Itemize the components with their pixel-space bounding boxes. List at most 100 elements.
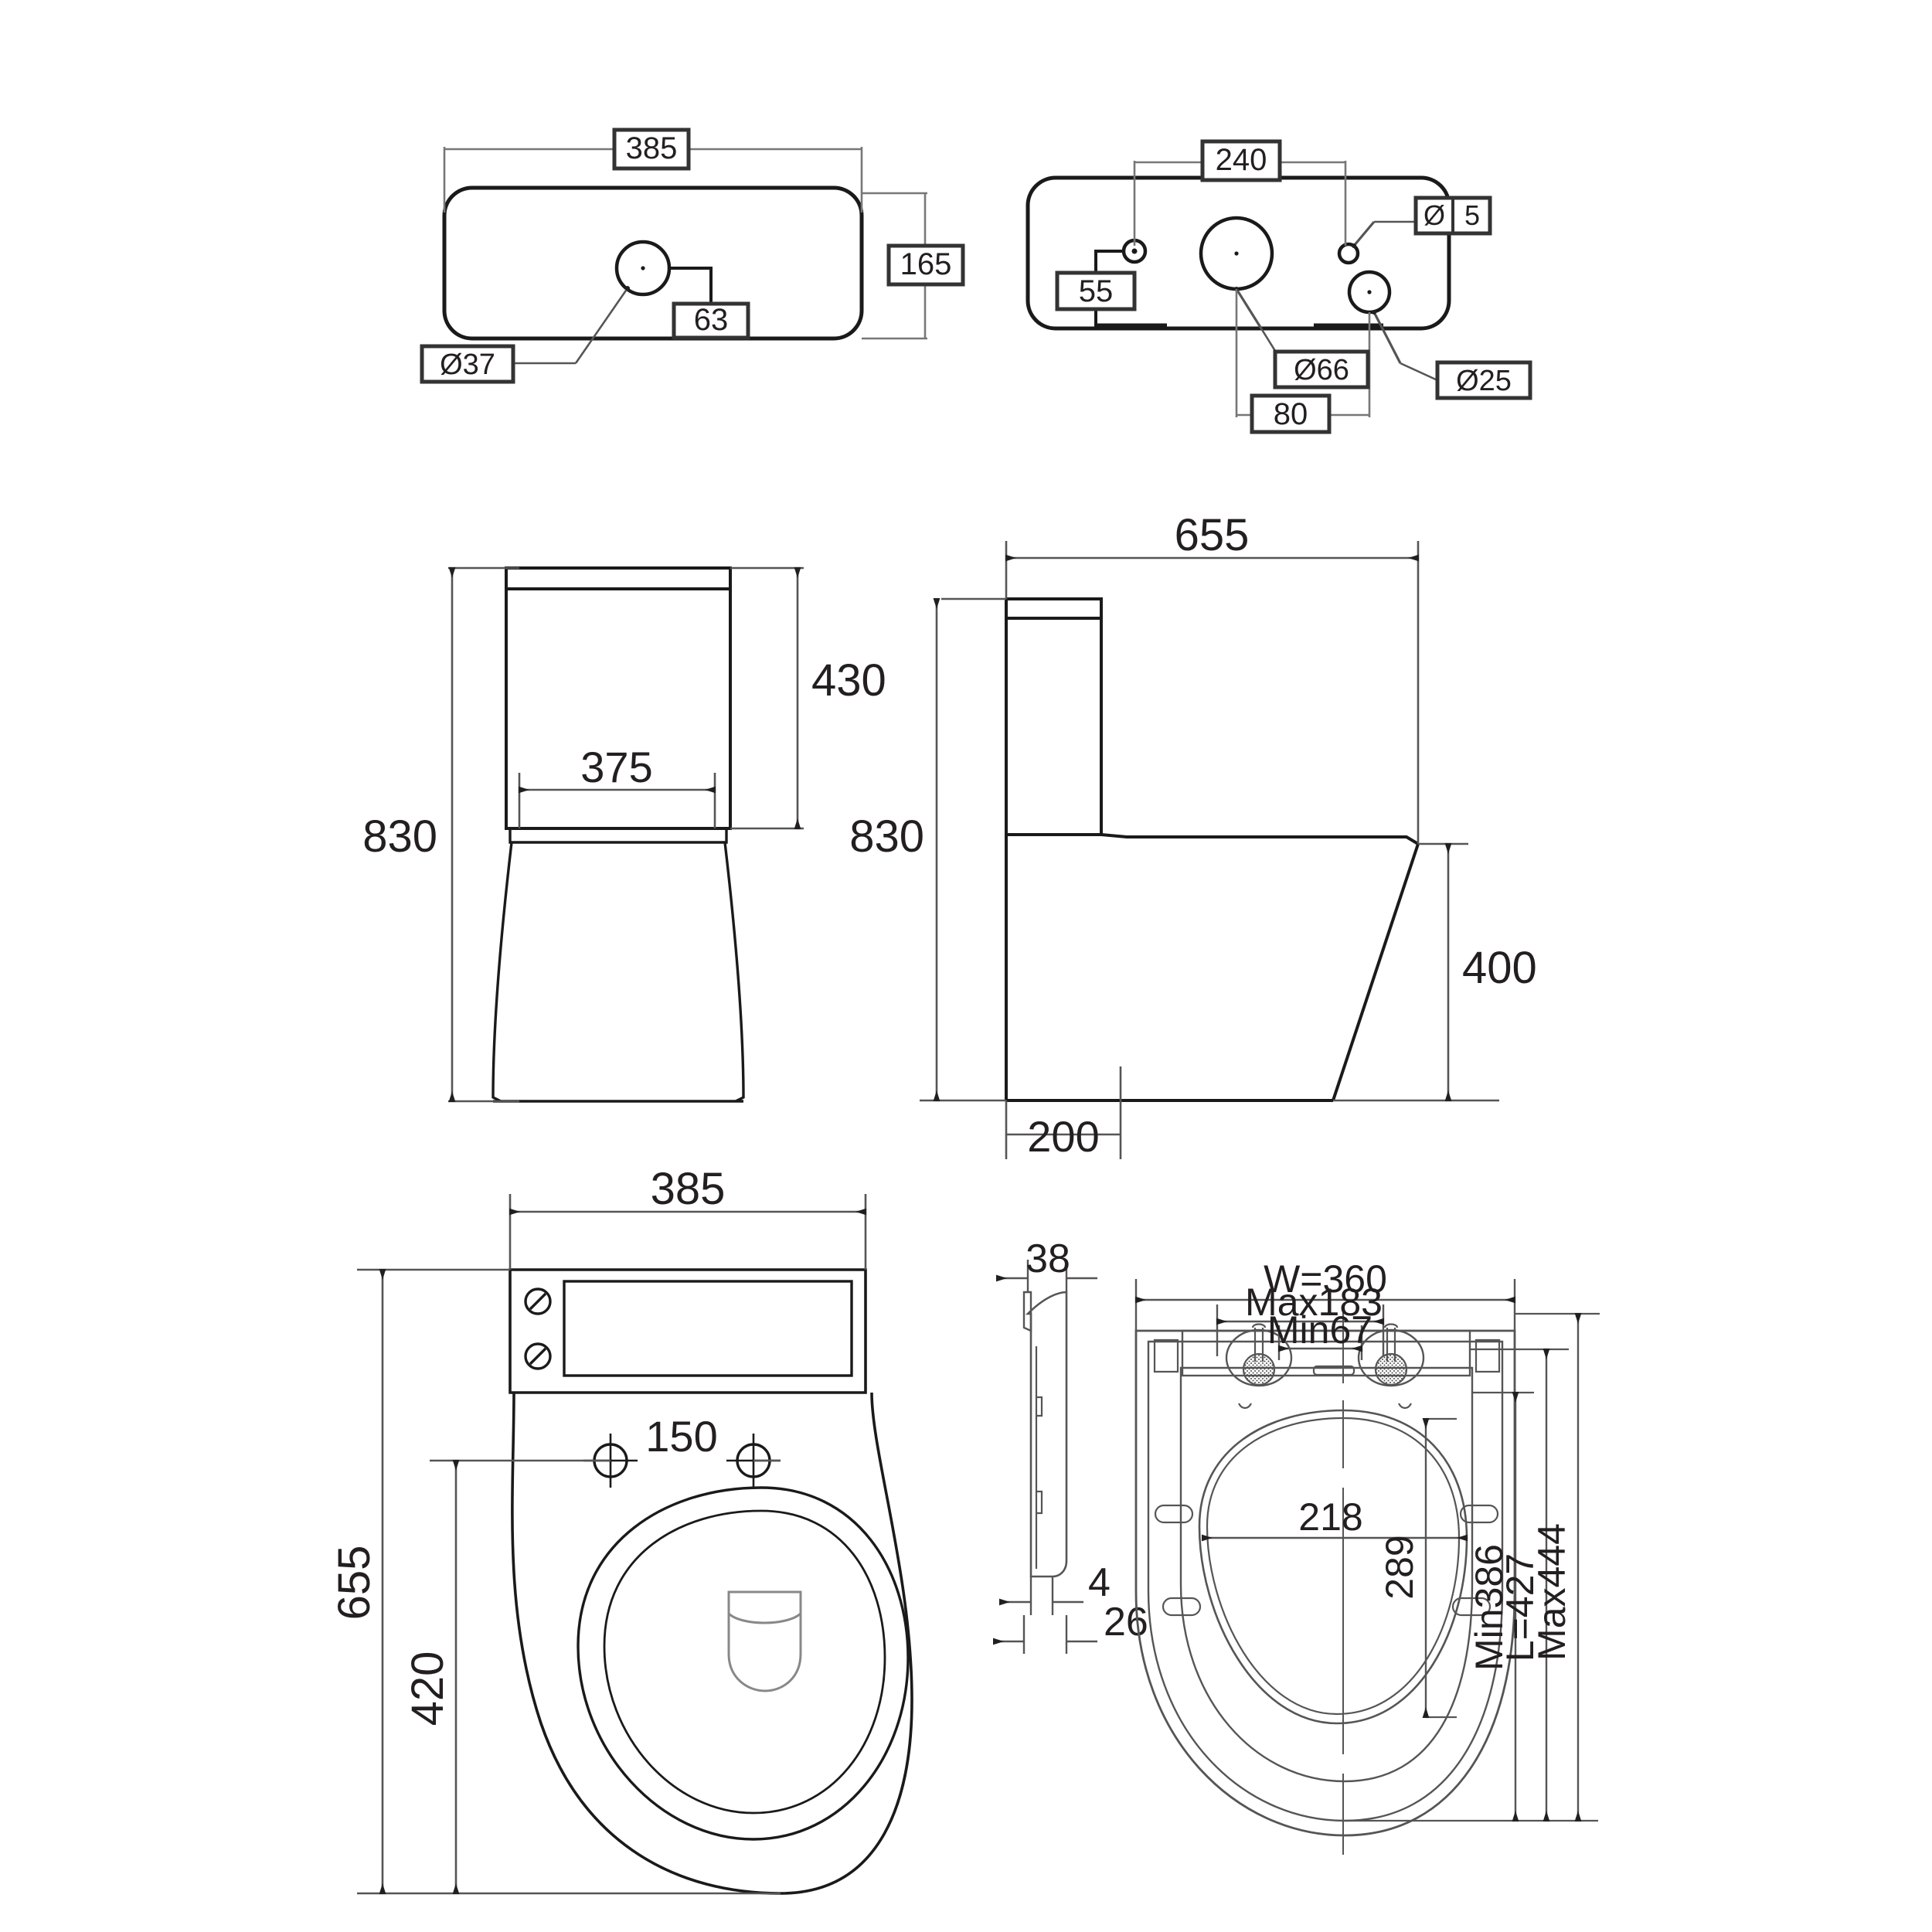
dimension-min67-text: Min67	[1267, 1308, 1372, 1352]
plan-lid-inner-rect	[563, 1280, 853, 1377]
dimension-max183-text: Max183	[1245, 1281, 1383, 1324]
view-tank-body-plan: 240 Ø 5 55 Ø66 80 Ø25	[1026, 139, 1532, 434]
dimension-655-text: 655	[1175, 510, 1250, 560]
bumper-slot-upper-left	[1154, 1504, 1194, 1524]
dimension-d5: Ø 5	[1413, 196, 1492, 236]
ext-289	[1426, 1417, 1457, 1719]
bowl-opening-outer	[1198, 1409, 1468, 1725]
view-seat-plan: W=360 Max183 Min67 218 289 Min386 L=427 …	[1134, 1257, 1600, 1855]
bowl-opening-inner	[1206, 1417, 1461, 1716]
dimension-d25: Ø25	[1435, 360, 1532, 400]
dimension-165-lid-text: 165	[900, 247, 952, 281]
dimension-4-text: 4	[1088, 1560, 1111, 1605]
dimension-l427-text: L=427	[1498, 1553, 1542, 1662]
ext-830-front	[448, 566, 519, 1103]
dimension-385-lid-text: 385	[626, 131, 678, 165]
cistern-side-box	[1006, 597, 1103, 835]
plan-screw-cap-top	[524, 1287, 552, 1315]
leader-63-upper	[669, 267, 713, 305]
pan-left-side	[492, 842, 513, 1103]
ext-max183	[1216, 1304, 1385, 1356]
leader-d25-horiz2	[1400, 362, 1438, 382]
dimension-d66: Ø66	[1273, 349, 1370, 389]
pan-front-slope	[1332, 843, 1420, 1101]
ext-385-plan	[509, 1194, 867, 1270]
dimension-w360-text: W=360	[1264, 1257, 1387, 1301]
seat-center-tab	[1312, 1365, 1355, 1376]
plan-nozzle-outline	[727, 1590, 802, 1692]
seat-hinge-slot-right	[1475, 1338, 1501, 1373]
ext-line-385	[443, 147, 863, 213]
dimension-55: 55	[1055, 270, 1137, 311]
dimension-d37-lid-text: Ø37	[440, 349, 495, 381]
dimension-80-text: 80	[1274, 397, 1308, 431]
dimension-165-lid: 165	[886, 243, 965, 287]
pan-top-ledge	[509, 828, 728, 844]
lower-right-hole-mark	[1367, 290, 1372, 294]
dimension-63-lid: 63	[672, 301, 750, 340]
dimension-150-text: 150	[645, 1412, 717, 1461]
dimension-d5-value: 5	[1464, 199, 1480, 231]
dimension-830-front-text: 830	[362, 811, 437, 862]
dimension-375-text: 375	[580, 743, 652, 791]
bumper-slot-upper-right	[1459, 1504, 1499, 1524]
dimension-430-text: 430	[811, 655, 886, 706]
seat-notch-left	[1238, 1403, 1252, 1410]
seat-hinge-slot-left	[1153, 1338, 1179, 1373]
leader-d37-slant	[574, 286, 630, 364]
bumper-slot-lower-right	[1451, 1597, 1492, 1617]
dimension-240-text: 240	[1216, 143, 1267, 177]
left-small-hole-mark	[1131, 248, 1138, 254]
ext-4	[1029, 1577, 1054, 1615]
ext-655	[1005, 541, 1420, 844]
plan-screw-cap-bottom	[524, 1342, 552, 1370]
hole-center-mark	[641, 266, 645, 270]
dimension-655-plan-text: 655	[329, 1546, 379, 1621]
dimension-200-text: 200	[1027, 1112, 1099, 1161]
hinge-bolt-right	[1357, 1323, 1425, 1387]
dimension-38-text: 38	[1026, 1236, 1070, 1281]
ext-430	[730, 566, 804, 830]
seat-rim-shape	[1179, 1366, 1474, 1783]
plan-nozzle-curve	[727, 1612, 801, 1624]
view-side-elevation: 655 830 400 200	[849, 510, 1537, 1161]
seat-profile-notch-lower	[1036, 1490, 1043, 1515]
dimension-240: 240	[1200, 139, 1282, 182]
dimension-d37-lid: Ø37	[420, 344, 515, 384]
dimension-830-side-text: 830	[849, 811, 924, 862]
ext-375	[518, 773, 716, 828]
plan-seat-inner	[603, 1509, 886, 1815]
dimension-63-lid-text: 63	[694, 303, 729, 337]
leader-d25-slant	[1372, 310, 1402, 364]
plan-seat-outer	[577, 1486, 910, 1841]
ext-min67	[1277, 1325, 1363, 1360]
seat-outer-shape	[1134, 1329, 1516, 1837]
seat-profile-notch-upper	[1036, 1396, 1043, 1417]
dimension-80: 80	[1250, 393, 1332, 434]
lid-outline	[442, 185, 864, 341]
dimension-420-plan-text: 420	[403, 1651, 453, 1726]
pan-top-profile	[1006, 833, 1420, 845]
ext-line-165	[862, 192, 927, 340]
ext-line-240	[1133, 161, 1347, 246]
dimension-d25-text: Ø25	[1456, 365, 1512, 397]
plan-cistern-rect	[509, 1268, 867, 1394]
view-front-elevation: 830 430 375	[362, 566, 886, 1103]
hinge-bolt-left	[1225, 1323, 1293, 1387]
right-tiny-hole-d5	[1337, 242, 1360, 265]
dimension-min386-text: Min386	[1468, 1544, 1511, 1671]
dimension-55-text: 55	[1079, 274, 1114, 308]
seat-notch-right	[1398, 1403, 1412, 1410]
ext-w360	[1134, 1279, 1516, 1331]
dimension-385-lid: 385	[612, 128, 691, 171]
center-hole-mark	[1234, 251, 1239, 256]
dimension-385-plan-text: 385	[651, 1164, 726, 1214]
ext-26	[1022, 1615, 1068, 1654]
dimension-218-text: 218	[1298, 1495, 1362, 1539]
dimension-289-text: 289	[1378, 1535, 1421, 1599]
view-top-plan: 150 385 655 420	[329, 1164, 913, 1895]
dimension-400-text: 400	[1462, 943, 1537, 993]
